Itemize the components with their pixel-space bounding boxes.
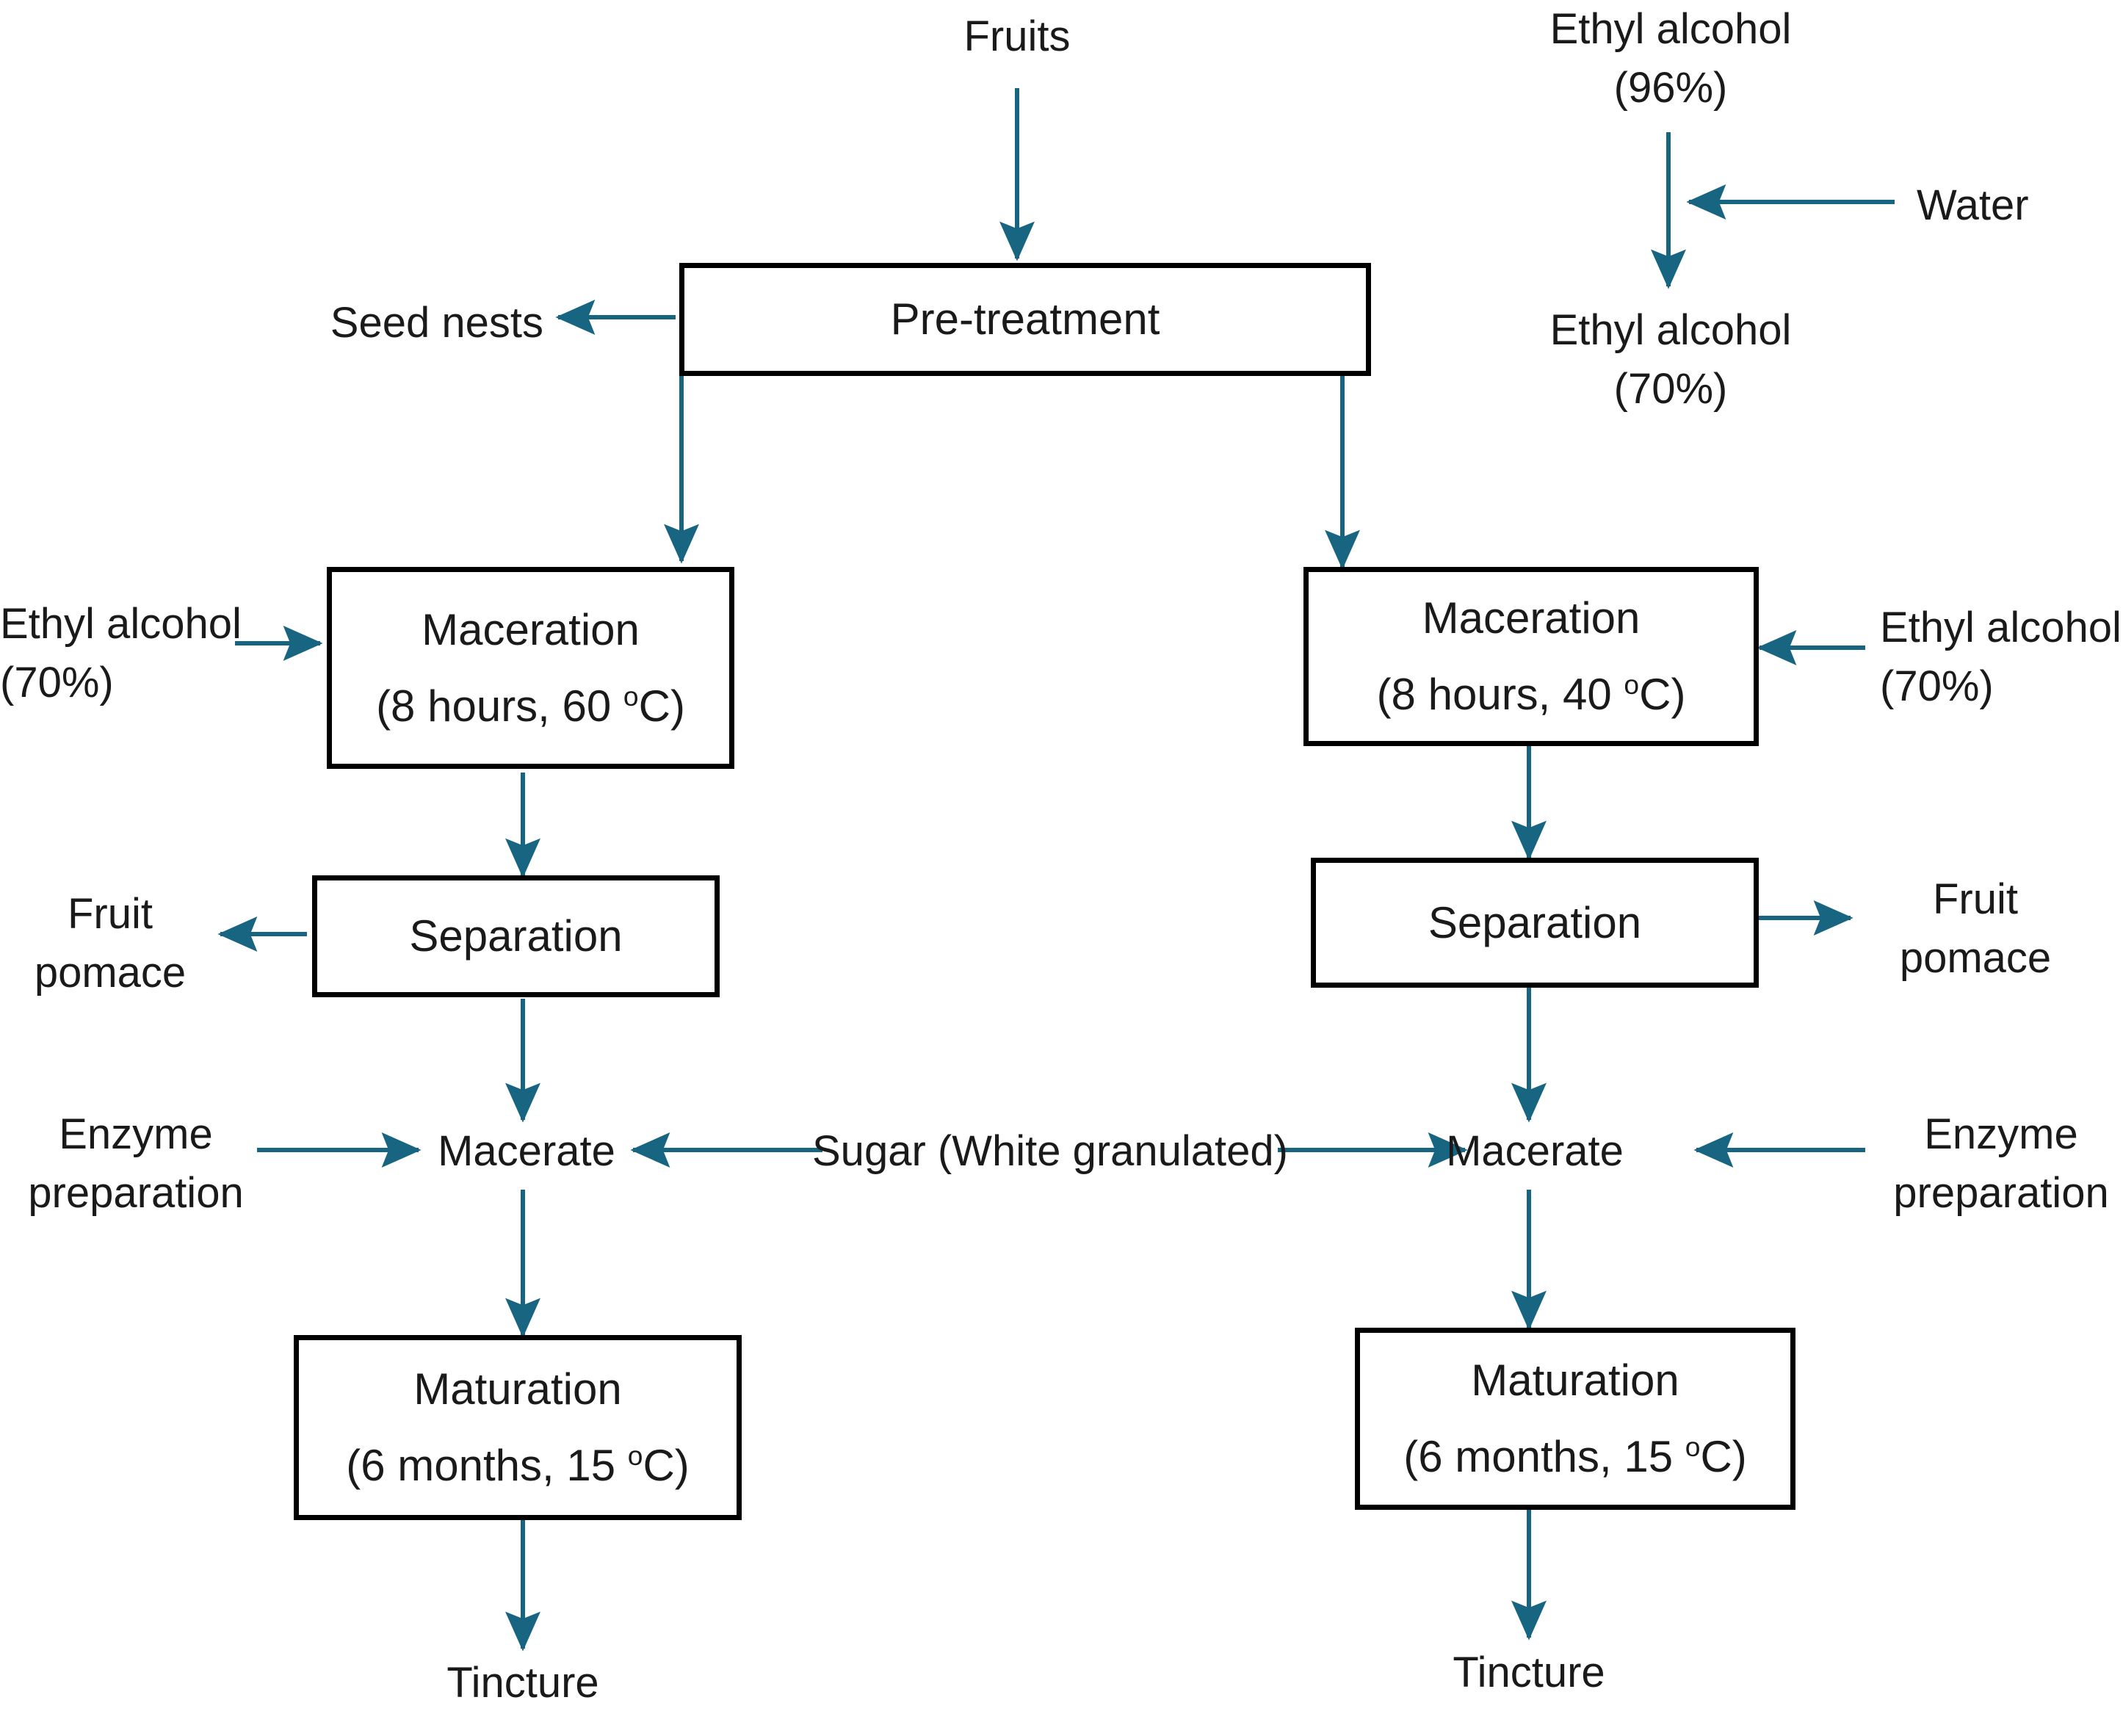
node-maceration-left-line1: Maceration: [422, 604, 640, 654]
input-ethyl-alcohol-70-left-line1: Ethyl alcohol: [0, 600, 242, 648]
input-enzyme-preparation-left-line1: Enzyme: [59, 1110, 213, 1158]
node-pre-treatment[interactable]: Pre-treatment: [679, 263, 1371, 376]
node-separation-left[interactable]: Separation: [312, 875, 720, 997]
input-water: Water: [1917, 181, 2029, 229]
input-enzyme-preparation-right: Enzyme preparation: [1880, 1105, 2122, 1223]
node-macerate-left: Macerate: [438, 1127, 615, 1175]
input-ethyl-alcohol-96: Ethyl alcohol (96%): [1505, 0, 1836, 117]
intermediate-ethyl-alcohol-70-line1: Ethyl alcohol: [1549, 306, 1792, 354]
node-separation-right[interactable]: Separation: [1311, 858, 1759, 988]
input-enzyme-preparation-left-line2: preparation: [28, 1169, 244, 1218]
input-enzyme-preparation-right-line1: Enzyme: [1924, 1110, 2078, 1158]
node-maceration-right-line1: Maceration: [1422, 593, 1641, 643]
input-fruits: Fruits: [963, 12, 1071, 60]
node-pre-treatment-label: Pre-treatment: [890, 294, 1160, 344]
output-fruit-pomace-right: Fruit pomace: [1865, 870, 2086, 988]
input-enzyme-preparation-left: Enzyme preparation: [15, 1105, 257, 1223]
input-ethyl-alcohol-96-line2: (96%): [1613, 64, 1728, 112]
node-maceration-left[interactable]: Maceration (8 hours, 60 oC): [327, 567, 734, 769]
output-fruit-pomace-left-line1: Fruit: [68, 890, 153, 938]
input-ethyl-alcohol-70-right: Ethyl alcohol (70%): [1880, 598, 2123, 716]
node-separation-left-label: Separation: [409, 911, 623, 961]
input-ethyl-alcohol-70-right-line2: (70%): [1880, 662, 1994, 711]
input-ethyl-alcohol-70-left: Ethyl alcohol (70%): [0, 595, 242, 712]
node-maceration-right[interactable]: Maceration (8 hours, 40 oC): [1303, 567, 1759, 746]
intermediate-ethyl-alcohol-70-line2: (70%): [1613, 365, 1728, 413]
node-maturation-left[interactable]: Maturation (6 months, 15 oC): [294, 1335, 742, 1520]
node-maceration-right-line2: (8 hours, 40 oC): [1376, 669, 1686, 719]
node-maturation-right[interactable]: Maturation (6 months, 15 oC): [1355, 1328, 1795, 1510]
output-tincture-left: Tincture: [446, 1659, 599, 1707]
output-fruit-pomace-right-line2: pomace: [1899, 934, 2052, 983]
node-maturation-right-line1: Maturation: [1471, 1356, 1679, 1405]
node-maturation-left-line1: Maturation: [413, 1364, 622, 1414]
input-ethyl-alcohol-70-left-line2: (70%): [0, 659, 114, 707]
output-tincture-right: Tincture: [1453, 1649, 1605, 1696]
input-sugar: Sugar (White granulated): [812, 1127, 1288, 1175]
input-ethyl-alcohol-70-right-line1: Ethyl alcohol: [1880, 604, 2122, 651]
node-separation-right-label: Separation: [1428, 897, 1642, 947]
node-maturation-left-line2: (6 months, 15 oC): [346, 1440, 690, 1490]
output-seed-nests: Seed nests: [330, 299, 543, 347]
input-ethyl-alcohol-96-line1: Ethyl alcohol: [1549, 5, 1792, 53]
intermediate-ethyl-alcohol-70: Ethyl alcohol (70%): [1505, 301, 1836, 419]
node-maceration-left-line2: (8 hours, 60 oC): [376, 680, 685, 731]
node-macerate-right: Macerate: [1446, 1127, 1624, 1175]
output-fruit-pomace-right-line1: Fruit: [1933, 875, 2018, 923]
node-maturation-right-line2: (6 months, 15 oC): [1403, 1431, 1747, 1481]
output-fruit-pomace-left-line2: pomace: [34, 949, 187, 997]
output-fruit-pomace-left: Fruit pomace: [7, 885, 213, 1002]
input-enzyme-preparation-right-line2: preparation: [1893, 1169, 2109, 1218]
